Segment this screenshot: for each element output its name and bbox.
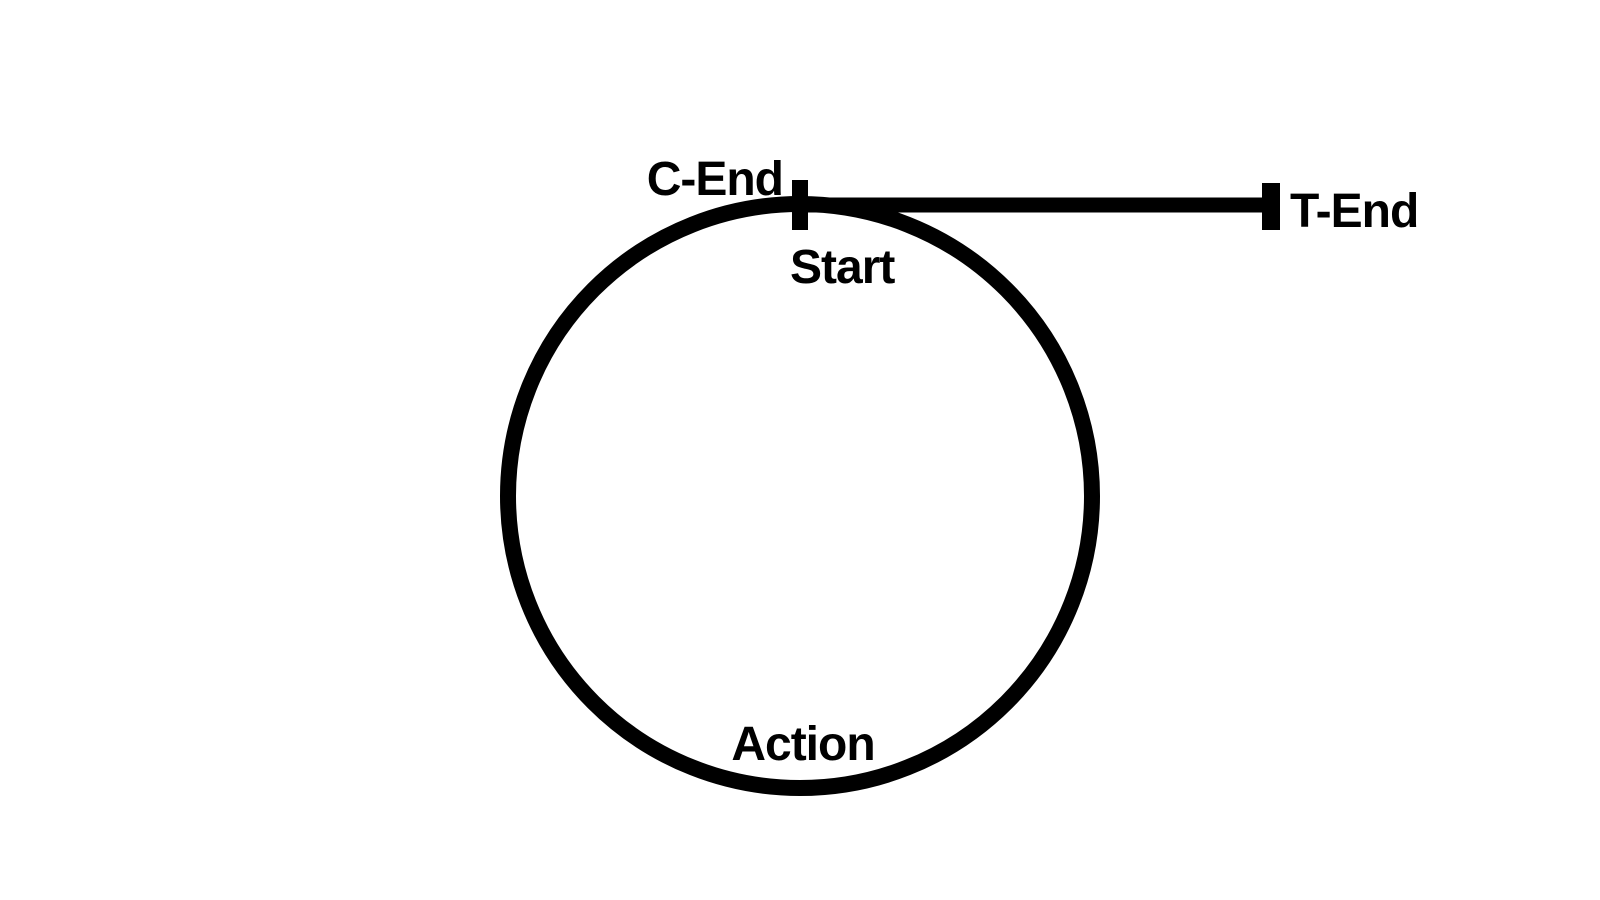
t-end-tick [1262,183,1280,230]
t-end-label: T-End [1290,185,1418,238]
start-tick [792,180,808,230]
action-label: Action [731,718,874,771]
start-label: Start [790,241,895,294]
c-end-label: C-End [647,153,783,206]
